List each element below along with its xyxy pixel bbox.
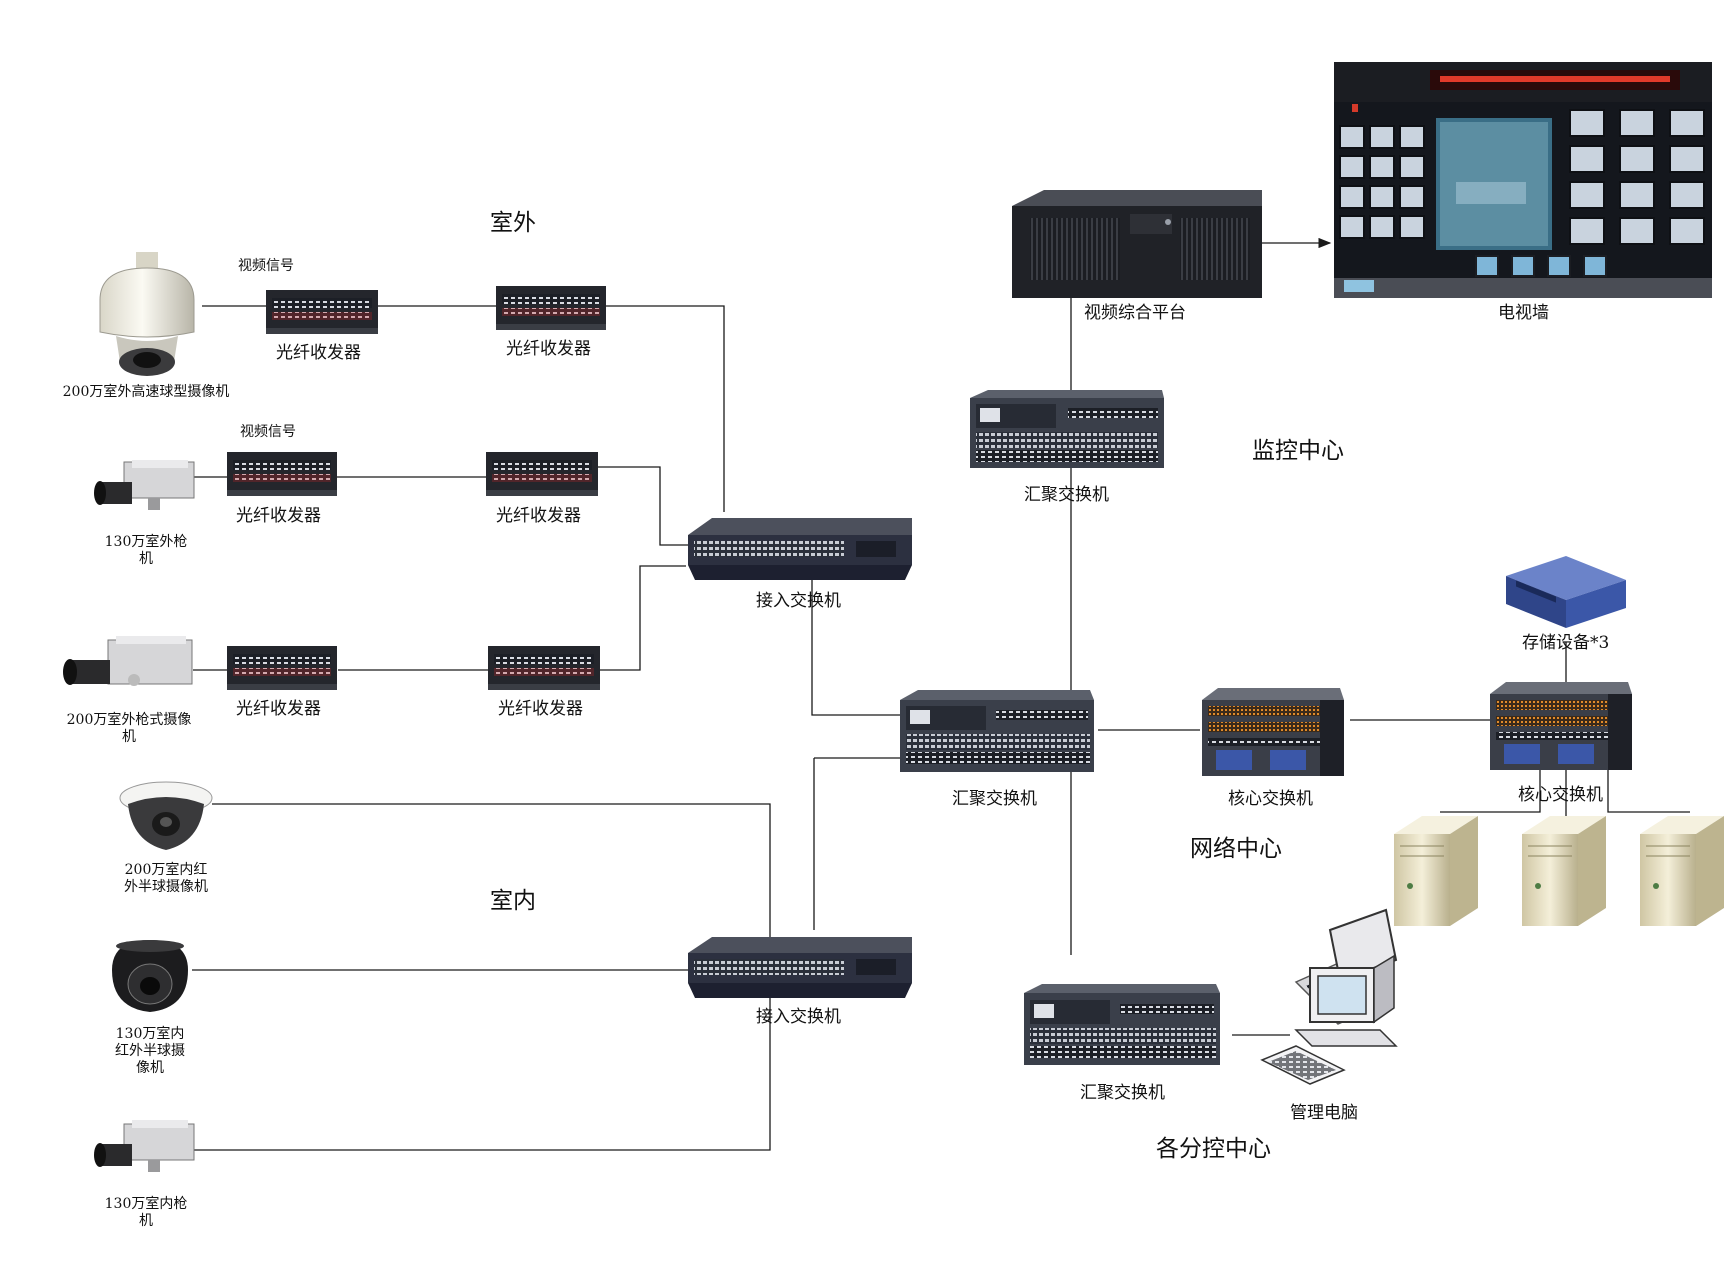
server-1 [1394, 816, 1478, 926]
storage-device [1506, 556, 1626, 628]
camera-ir-dome-black [112, 940, 188, 1012]
camera-label: 200万室外高速球型摄像机 [62, 384, 230, 400]
camera-box-1 [94, 460, 195, 510]
server-3 [1640, 816, 1724, 926]
connection-lines [192, 237, 1690, 1151]
video-wall-label: 电视墙 [1498, 303, 1549, 323]
transceiver-label: 光纤收发器 [236, 506, 321, 526]
agg-switch-bottom-device [1024, 984, 1220, 1065]
camera-label: 130万室内枪机 [104, 1196, 188, 1229]
camera-dome-ptz [99, 252, 195, 376]
core-switch-right-device [1490, 682, 1632, 770]
signal-label: 视频信号 [240, 424, 296, 440]
access-switch-bottom-device [688, 937, 912, 998]
transceiver-label: 光纤收发器 [498, 699, 583, 719]
agg-switch-top-device [970, 390, 1164, 468]
server-2 [1522, 816, 1606, 926]
agg-switch-label: 汇聚交换机 [1080, 1083, 1165, 1103]
agg-switch-mid-device [900, 690, 1094, 772]
servers [1394, 816, 1724, 926]
transceiver-label: 光纤收发器 [496, 506, 581, 526]
area-network-center: 网络中心 [1190, 836, 1282, 862]
camera-box-2 [63, 636, 193, 686]
platform-device [1012, 190, 1262, 298]
signal-label: 视频信号 [238, 258, 294, 274]
video-wall-image [1334, 62, 1712, 298]
core-switch-left-device [1202, 688, 1344, 776]
area-monitor-center: 监控中心 [1252, 438, 1344, 464]
camera-ir-dome-white [119, 781, 213, 850]
platform-label: 视频综合平台 [1084, 303, 1186, 323]
agg-switch-label: 汇聚交换机 [1024, 485, 1109, 505]
camera-label: 200万室外枪式摄像机 [66, 712, 192, 745]
area-branch-center: 各分控中心 [1156, 1136, 1271, 1162]
access-switch-top-device [688, 518, 912, 580]
camera-label: 200万室内红外半球摄像机 [124, 862, 208, 895]
access-switch-label: 接入交换机 [756, 1007, 841, 1027]
camera-label: 130万室外枪机 [104, 534, 188, 567]
area-outdoor: 室外 [490, 210, 536, 236]
core-switch-label: 核心交换机 [1518, 785, 1603, 805]
transceiver-label: 光纤收发器 [276, 343, 361, 363]
agg-switch-label: 汇聚交换机 [952, 789, 1037, 809]
transceiver-label: 光纤收发器 [236, 699, 321, 719]
area-indoor: 室内 [490, 888, 536, 914]
storage-label: 存储设备*3 [1522, 633, 1610, 653]
core-switch-label: 核心交换机 [1228, 789, 1313, 809]
management-pc-device [1260, 908, 1398, 1085]
camera-label: 130万室内红外半球摄像机 [115, 1026, 185, 1076]
management-pc-label: 管理电脑 [1290, 1103, 1358, 1123]
access-switch-label: 接入交换机 [756, 591, 841, 611]
transceiver-devices [227, 286, 606, 690]
camera-box-3 [94, 1120, 195, 1172]
transceiver-label: 光纤收发器 [506, 339, 591, 359]
